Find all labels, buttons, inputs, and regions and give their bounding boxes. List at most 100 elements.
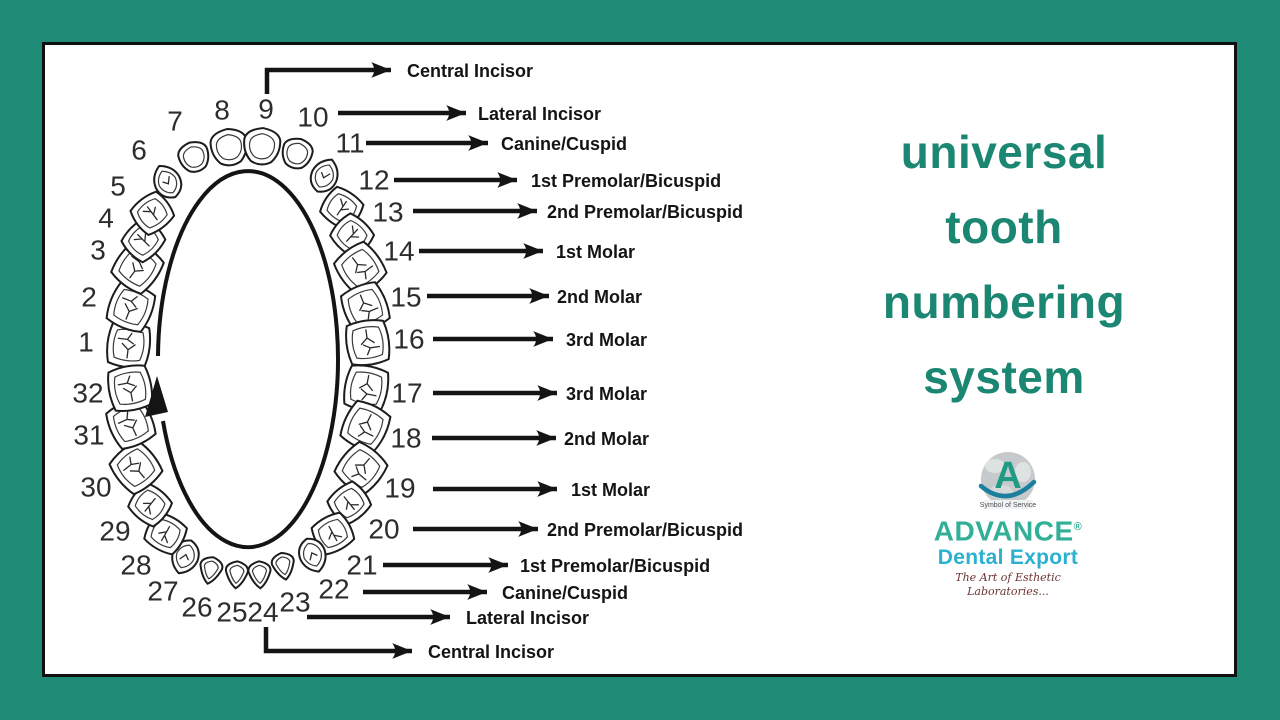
tooth-number-5: 5 [110, 171, 126, 202]
brand-text: ADVANCE [933, 515, 1074, 547]
tooth-number-24: 24 [247, 597, 278, 628]
callout-label: Lateral Incisor [466, 608, 589, 628]
tooth-number-4: 4 [98, 203, 114, 234]
tooth-shape-19 [333, 440, 389, 497]
tooth-number-10: 10 [297, 102, 328, 133]
callout-label: 2nd Molar [564, 429, 649, 449]
callout-label: Central Incisor [428, 642, 554, 662]
tooth-shape-25 [224, 560, 249, 590]
tooth-number-21: 21 [346, 550, 377, 581]
division-name: Dental Export [937, 546, 1079, 570]
tooth-shape-2 [105, 281, 157, 333]
tooth-number-22: 22 [318, 574, 349, 605]
callout-label: Canine/Cuspid [502, 583, 628, 603]
tooth-shape-26 [199, 556, 224, 585]
tooth-number-6: 6 [131, 135, 147, 166]
numbering-direction-arc [156, 169, 340, 550]
callout-label: 2nd Premolar/Bicuspid [547, 202, 743, 222]
tooth-shape-24 [247, 560, 272, 590]
tooth-number-8: 8 [214, 95, 230, 126]
title-line-3: numbering [882, 276, 1126, 328]
globe-continent [1015, 462, 1031, 482]
callout-tooth-24: Central Incisor [263, 627, 554, 662]
callout-elbow-arrow [263, 627, 412, 659]
callout-label: 2nd Premolar/Bicuspid [547, 520, 743, 540]
tooth-shape-18 [339, 399, 392, 453]
title-line-4: system [923, 351, 1085, 403]
callout-label: Lateral Incisor [478, 104, 601, 124]
callout-label: 1st Premolar/Bicuspid [531, 171, 721, 191]
tooth-number-30: 30 [80, 472, 111, 503]
brand-name: ADVANCE® [920, 512, 1096, 546]
callout-label: 1st Premolar/Bicuspid [520, 556, 710, 576]
callout-label: Canine/Cuspid [501, 134, 627, 154]
tooth-shape-32 [107, 364, 154, 412]
tooth-number-15: 15 [390, 282, 421, 313]
tooth-shape-22 [298, 537, 327, 573]
callout-elbow-arrow [264, 62, 391, 94]
tooth-number-2: 2 [81, 282, 97, 313]
logo-swoosh [978, 479, 1037, 499]
globe-logo-icon: A Symbol of Service [920, 450, 1096, 512]
tooth-number-12: 12 [358, 165, 389, 196]
tooth-shape-7 [177, 141, 210, 173]
callout-tooth-10: Lateral Incisor [338, 104, 601, 124]
advance-dental-export-logo: A Symbol of Service ADVANCE® Dental Expo… [920, 450, 1096, 599]
tooth-number-27: 27 [147, 576, 178, 607]
caption-band [983, 500, 1033, 509]
callout-tooth-15: 2nd Molar [427, 287, 642, 307]
tooth-number-16: 16 [393, 324, 424, 355]
callout-label: 3rd Molar [566, 330, 647, 350]
tooth-number-18: 18 [390, 423, 421, 454]
tooth-number-7: 7 [167, 106, 183, 137]
callout-tooth-12: 1st Premolar/Bicuspid [394, 171, 721, 191]
callout-label: 1st Molar [556, 242, 635, 262]
title-line-2: tooth [945, 201, 1063, 253]
tooth-shape-11 [309, 158, 339, 193]
logo-tagline: The Art of Esthetic Laboratories... [955, 571, 1061, 599]
tooth-number-9: 9 [258, 94, 274, 125]
numbering-direction-arrowhead [145, 376, 168, 417]
globe-continent [985, 459, 1005, 473]
tooth-number-1: 1 [78, 327, 94, 358]
tooth-number-17: 17 [391, 378, 422, 409]
registered-mark-icon: ® [1073, 521, 1083, 533]
tooth-number-26: 26 [181, 592, 212, 623]
callout-tooth-11: Canine/Cuspid [366, 134, 627, 154]
tooth-number-29: 29 [99, 516, 130, 547]
callout-tooth-9: Central Incisor [264, 61, 533, 94]
callout-tooth-19: 1st Molar [433, 480, 650, 500]
tooth-shape-6 [153, 165, 183, 199]
tooth-number-31: 31 [73, 420, 104, 451]
tooth-number-32: 32 [72, 378, 103, 409]
callout-tooth-22: Canine/Cuspid [363, 583, 628, 603]
tooth-number-11: 11 [335, 128, 364, 159]
tooth-number-13: 13 [372, 197, 403, 228]
tooth-shape-9 [243, 127, 282, 166]
callout-tooth-17: 3rd Molar [433, 384, 647, 404]
callout-label: 1st Molar [571, 480, 650, 500]
callout-tooth-23: Lateral Incisor [307, 608, 589, 628]
tooth-shape-17 [343, 364, 390, 413]
teeth-arch [105, 127, 392, 590]
tooth-number-19: 19 [384, 473, 415, 504]
symbol-of-service-caption: Symbol of Service [980, 502, 1037, 509]
tooth-number-25: 25 [216, 597, 247, 628]
title-line-1: universal [900, 126, 1108, 178]
callout-label: 2nd Molar [557, 287, 642, 307]
poster-title: universal tooth numbering system [858, 115, 1150, 415]
callout-tooth-14: 1st Molar [419, 242, 635, 262]
tooth-number-20: 20 [368, 514, 399, 545]
tooth-shape-16 [345, 319, 391, 367]
tooth-number-14: 14 [383, 236, 414, 267]
callout-tooth-21: 1st Premolar/Bicuspid [383, 556, 710, 576]
tooth-number-23: 23 [279, 587, 310, 618]
callout-label: 3rd Molar [566, 384, 647, 404]
callout-tooth-18: 2nd Molar [432, 429, 649, 449]
callout-label: Central Incisor [407, 61, 533, 81]
tooth-shape-5 [129, 190, 176, 237]
